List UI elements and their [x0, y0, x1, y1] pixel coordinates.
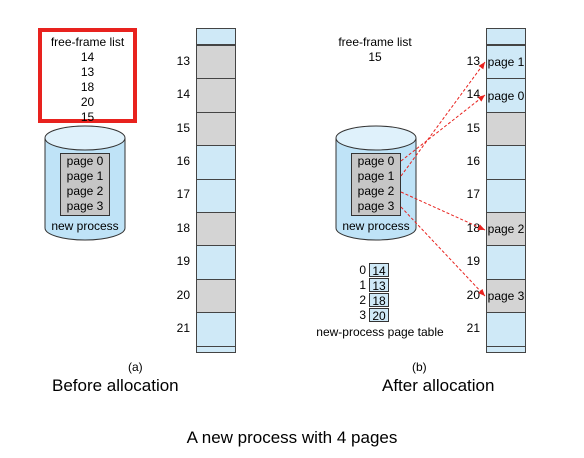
memory-frame-top	[196, 28, 236, 45]
page-table-frame: 20	[369, 307, 389, 323]
panel-label-b: (b)	[412, 360, 427, 374]
new-process-page-table: 0 14 1 13 2 18 3 20	[352, 262, 389, 323]
page-label: page 3	[66, 199, 104, 213]
free-frame-list-right: free-frame list 15	[325, 35, 425, 65]
page-label: page 1	[357, 169, 395, 183]
frame-number: 14	[176, 87, 190, 102]
page-table-frame: 13	[369, 277, 389, 293]
frame-number: 19	[176, 254, 190, 269]
memory-frame	[196, 278, 236, 314]
page-table-row: 3 20	[352, 307, 389, 323]
frame-number: 20	[176, 287, 190, 302]
free-frame-entry: 13	[80, 65, 95, 79]
page-table-frame: 14	[369, 262, 389, 278]
page-table-row: 0 14	[352, 262, 389, 278]
frame-number: 16	[466, 153, 480, 168]
memory-frame	[486, 178, 526, 213]
arrow-page1-to-frame13	[400, 61, 486, 177]
memory-frame: page 2	[486, 212, 526, 247]
memory-frame-bottom	[486, 346, 526, 353]
page-label: page 2	[66, 184, 104, 198]
frame-number: 17	[176, 187, 190, 202]
frame-number: 16	[176, 153, 190, 168]
page-label: page 2	[357, 184, 395, 198]
free-frame-list-title: free-frame list	[338, 35, 412, 49]
page-table-label: new-process page table	[316, 325, 444, 339]
page-label: page 3	[357, 199, 395, 213]
free-frame-entry: 15	[80, 110, 95, 124]
new-process-label-left: new process	[51, 219, 119, 233]
frame-number: 19	[466, 254, 480, 269]
page-table-index: 0	[359, 262, 366, 277]
free-frame-entry: 14	[80, 50, 95, 64]
page-table-frame: 18	[369, 292, 389, 308]
memory-frame-top	[486, 28, 526, 45]
frame-number: 13	[466, 53, 480, 68]
page-table-row: 2 18	[352, 292, 389, 308]
free-frame-entry: 18	[80, 80, 95, 94]
process-pages-right: page 0 page 1 page 2 page 3	[351, 153, 401, 216]
memory-frame: page 3	[486, 278, 526, 314]
frame-number: 13	[176, 53, 190, 68]
frame-number: 14	[466, 87, 480, 102]
frame-number: 18	[466, 220, 480, 235]
frame-number: 21	[466, 320, 480, 335]
memory-frame-bottom	[196, 346, 236, 353]
frame-number: 17	[466, 187, 480, 202]
free-frame-entry: 20	[80, 95, 95, 109]
frame-number: 15	[466, 120, 480, 135]
frame-number: 21	[176, 320, 190, 335]
page-table-index: 1	[359, 277, 366, 292]
memory-frame	[196, 245, 236, 280]
process-pages-left: page 0 page 1 page 2 page 3	[60, 153, 110, 216]
page-label: page 0	[357, 154, 395, 168]
caption-after-allocation: After allocation	[382, 376, 495, 395]
arrow-page2-to-frame18	[400, 191, 486, 231]
free-frame-list-highlight	[38, 28, 137, 123]
frame-number: 20	[466, 287, 480, 302]
frame-number: 15	[176, 120, 190, 135]
free-frame-list-left: free-frame list 14 13 18 20 15	[38, 35, 137, 125]
free-frame-list-title: free-frame list	[50, 35, 125, 49]
panel-label-a: (a)	[128, 360, 143, 374]
frame-number: 18	[176, 220, 190, 235]
caption-before-allocation: Before allocation	[52, 376, 179, 395]
memory-frame: page 1	[486, 45, 526, 80]
page-table-index: 2	[359, 292, 366, 307]
arrow-page0-to-frame14	[400, 94, 486, 162]
new-process-label-right: new process	[342, 219, 410, 233]
page-table-index: 3	[359, 307, 366, 322]
page-label: page 1	[66, 169, 104, 183]
arrow-page3-to-frame20	[400, 206, 486, 297]
free-frame-entry: 15	[368, 50, 382, 64]
figure-title: A new process with 4 pages	[186, 428, 398, 447]
page-label: page 0	[66, 154, 104, 168]
page-table-row: 1 13	[352, 277, 389, 293]
